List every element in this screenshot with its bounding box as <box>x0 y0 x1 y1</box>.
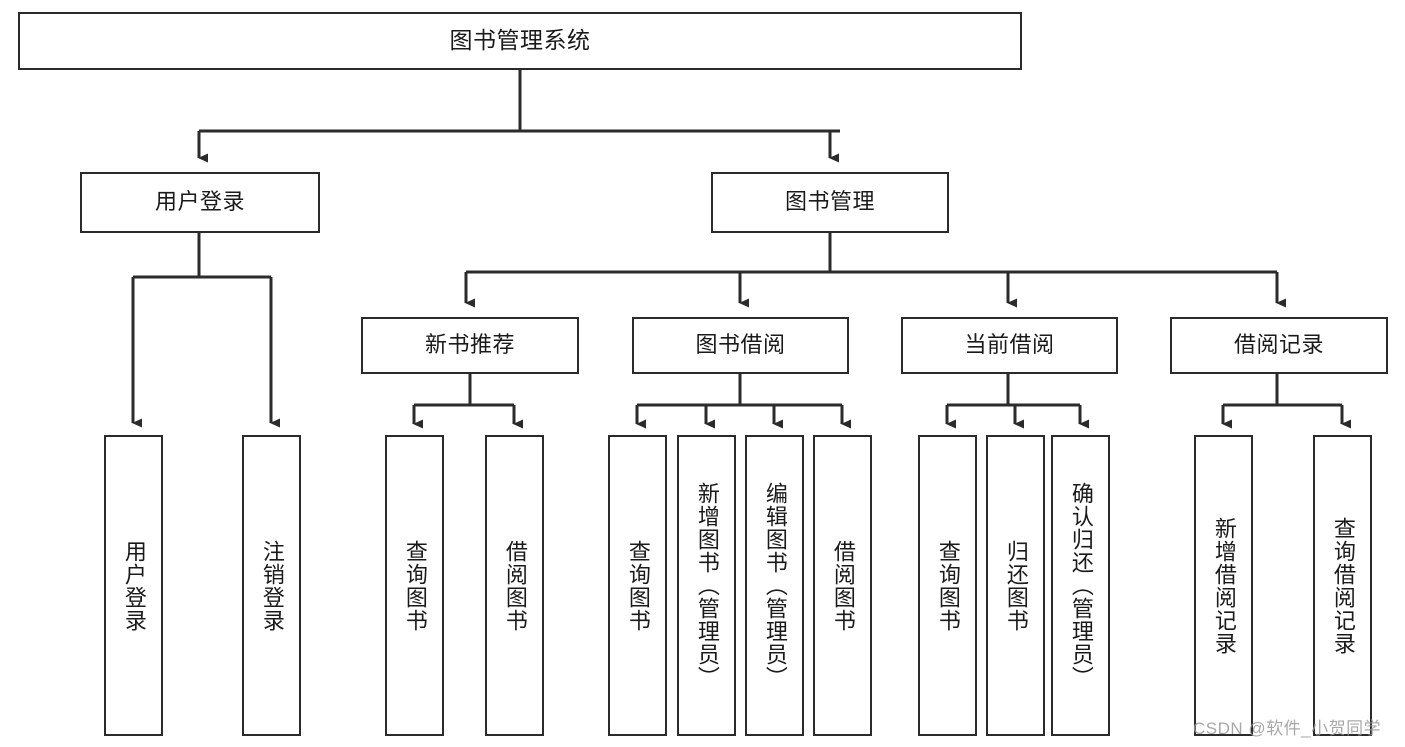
node-label: 确认归还（管理员） <box>1068 482 1094 689</box>
node-label: 查询图书 <box>402 539 428 632</box>
node-label: 图书借阅 <box>695 332 786 358</box>
node-label: 新书推荐 <box>424 332 515 358</box>
node-leaf-user-login[interactable]: 用户登录 <box>104 435 163 736</box>
node-leaf-query-borrow-record[interactable]: 查询借阅记录 <box>1313 435 1372 736</box>
node-label: 用户登录 <box>121 539 147 632</box>
node-label: 当前借阅 <box>964 332 1055 358</box>
node-label: 注销登录 <box>259 539 285 632</box>
node-leaf-edit-book-admin[interactable]: 编辑图书（管理员） <box>745 435 804 736</box>
watermark-text: CSDN @软件_小贺同学 <box>1193 719 1382 738</box>
node-current-borrow[interactable]: 当前借阅 <box>901 317 1118 374</box>
node-label: 归还图书 <box>1003 539 1029 632</box>
node-label: 用户登录 <box>154 189 245 215</box>
node-label: 新增借阅记录 <box>1211 516 1237 655</box>
node-label: 编辑图书（管理员） <box>762 482 788 689</box>
node-leaf-borrow-book[interactable]: 借阅图书 <box>813 435 872 736</box>
node-new-book-recommend[interactable]: 新书推荐 <box>361 317 579 374</box>
node-borrow-record[interactable]: 借阅记录 <box>1170 317 1388 374</box>
node-label: 借阅记录 <box>1233 332 1324 358</box>
node-leaf-return-book[interactable]: 归还图书 <box>986 435 1045 736</box>
node-leaf-query-book-recommend[interactable]: 查询图书 <box>385 435 444 736</box>
node-label: 新增图书（管理员） <box>694 482 720 689</box>
node-label: 借阅图书 <box>830 539 856 632</box>
node-leaf-user-logout[interactable]: 注销登录 <box>242 435 301 736</box>
node-label: 查询借阅记录 <box>1330 516 1356 655</box>
node-leaf-add-borrow-record[interactable]: 新增借阅记录 <box>1194 435 1253 736</box>
node-leaf-add-book-admin[interactable]: 新增图书（管理员） <box>677 435 736 736</box>
node-user-login[interactable]: 用户登录 <box>80 172 320 233</box>
node-label: 查询图书 <box>935 539 961 632</box>
node-leaf-confirm-return-admin[interactable]: 确认归还（管理员） <box>1051 435 1110 736</box>
node-label: 借阅图书 <box>502 539 528 632</box>
node-leaf-query-book-borrow[interactable]: 查询图书 <box>608 435 667 736</box>
node-label: 图书管理 <box>784 189 875 215</box>
node-label: 查询图书 <box>625 539 651 632</box>
node-book-borrow[interactable]: 图书借阅 <box>632 317 849 374</box>
node-leaf-query-book-current[interactable]: 查询图书 <box>918 435 977 736</box>
node-leaf-borrow-book-recommend[interactable]: 借阅图书 <box>485 435 544 736</box>
node-book-management[interactable]: 图书管理 <box>711 172 949 233</box>
node-label: 图书管理系统 <box>449 27 591 54</box>
node-root-book-management-system[interactable]: 图书管理系统 <box>18 12 1022 70</box>
